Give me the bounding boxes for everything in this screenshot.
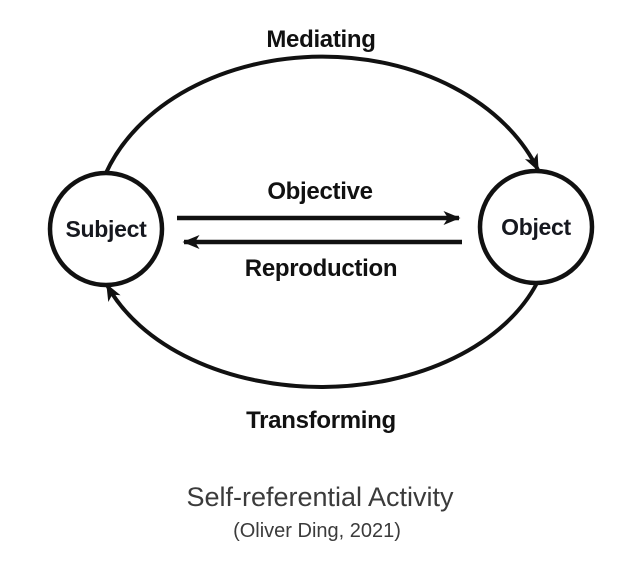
objective-edge-label: Objective xyxy=(267,178,372,205)
reproduction-edge-label: Reproduction xyxy=(245,255,397,282)
subject-node-label: Subject xyxy=(66,216,148,242)
mediating-edge-label: Mediating xyxy=(266,26,375,53)
mediating-arc xyxy=(104,54,540,174)
object-node xyxy=(477,168,595,286)
caption-title: Self-referential Activity xyxy=(186,482,454,512)
transforming-edge-label: Transforming xyxy=(246,407,396,434)
caption-attribution: (Oliver Ding, 2021) xyxy=(233,520,401,542)
transforming-arc xyxy=(105,282,539,389)
object-node-label: Object xyxy=(501,214,571,240)
subject-node xyxy=(47,170,165,288)
